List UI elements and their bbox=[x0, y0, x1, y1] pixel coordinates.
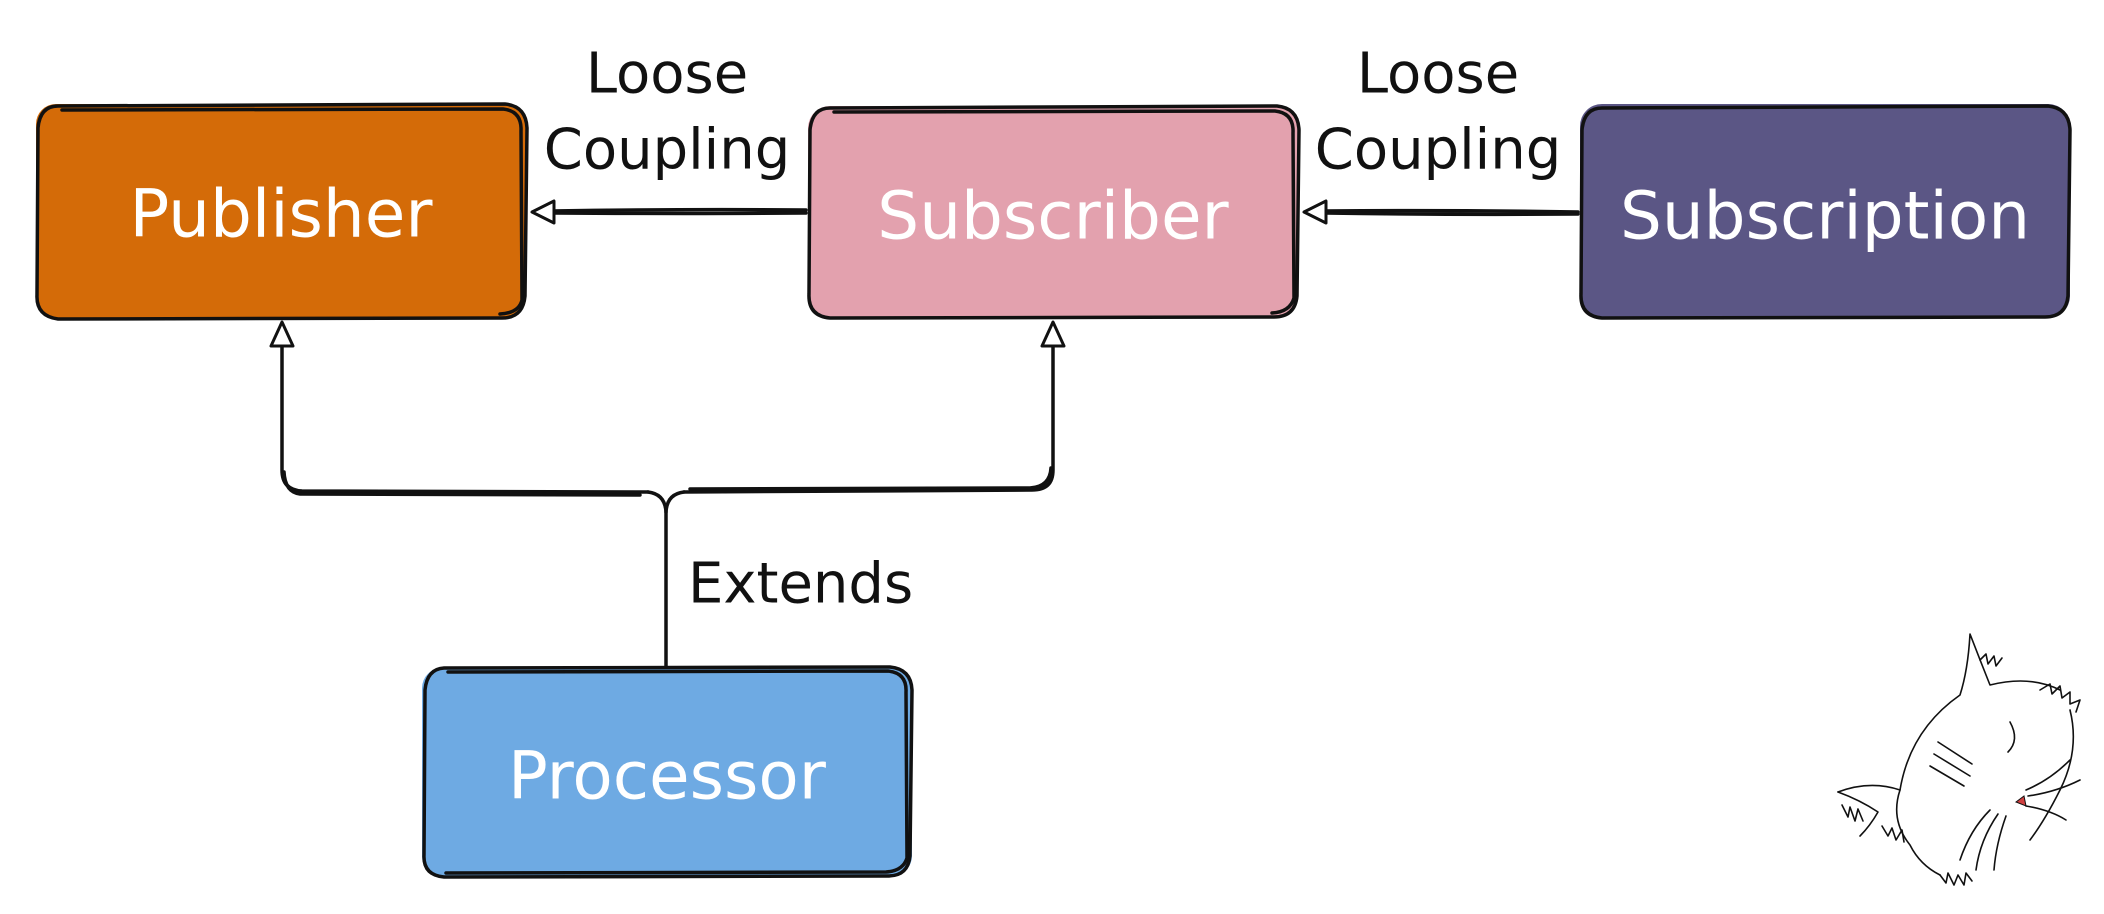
connector-branch-subscriber-sketch bbox=[688, 466, 1053, 491]
connector-branch-publisher-sketch bbox=[282, 470, 642, 497]
publisher-label: Publisher bbox=[130, 176, 434, 253]
edge-subscription-to-subscriber: Loose Coupling bbox=[1302, 42, 1580, 225]
connector-branch-subscriber bbox=[682, 344, 1055, 494]
edge-subscriber-to-publisher: Loose Coupling bbox=[530, 42, 808, 225]
subscription-box bbox=[1580, 104, 2070, 318]
connector-trunk-right bbox=[664, 490, 686, 514]
processor-box bbox=[422, 668, 912, 876]
arrow-head bbox=[530, 199, 556, 225]
publisher-box bbox=[36, 104, 526, 318]
subscription-label: Subscription bbox=[1620, 178, 2030, 255]
subscriber-label: Subscriber bbox=[877, 178, 1229, 255]
connector-trunk bbox=[646, 490, 668, 668]
connector-line bbox=[1322, 208, 1580, 214]
subscription-node: Subscription bbox=[1579, 104, 2072, 320]
arrow-head-publisher bbox=[269, 320, 295, 348]
arrow-head bbox=[1302, 199, 1328, 225]
publisher-node: Publisher bbox=[35, 102, 529, 321]
subscription-outline bbox=[1579, 104, 2072, 320]
subscriber-outline-sketch bbox=[832, 109, 1296, 315]
edge-processor-extends: Extends bbox=[269, 320, 1066, 668]
processor-outline bbox=[422, 665, 914, 879]
sleeping-cat-doodle-icon bbox=[1837, 633, 2081, 886]
edge-label-line1: Loose bbox=[586, 42, 748, 107]
processor-label: Processor bbox=[508, 738, 827, 815]
subscriber-outline bbox=[807, 104, 1301, 320]
connector-line-sketch bbox=[1323, 211, 1580, 217]
connector-branch-publisher bbox=[280, 344, 650, 494]
edge-label-line2: Coupling bbox=[544, 118, 791, 183]
processor-node: Processor bbox=[422, 665, 914, 879]
edge-label: Extends bbox=[688, 552, 913, 617]
connector-line bbox=[550, 207, 808, 213]
publisher-outline-sketch bbox=[60, 107, 524, 316]
edge-label-line1: Loose bbox=[1357, 42, 1519, 107]
arrow-head-subscriber bbox=[1040, 320, 1066, 348]
connector-line-sketch bbox=[551, 211, 808, 216]
edge-label-line2: Coupling bbox=[1315, 118, 1562, 183]
publisher-outline bbox=[35, 102, 529, 321]
subscriber-node: Subscriber bbox=[807, 104, 1301, 320]
processor-outline-sketch bbox=[444, 669, 909, 875]
subscriber-box bbox=[808, 106, 1298, 318]
